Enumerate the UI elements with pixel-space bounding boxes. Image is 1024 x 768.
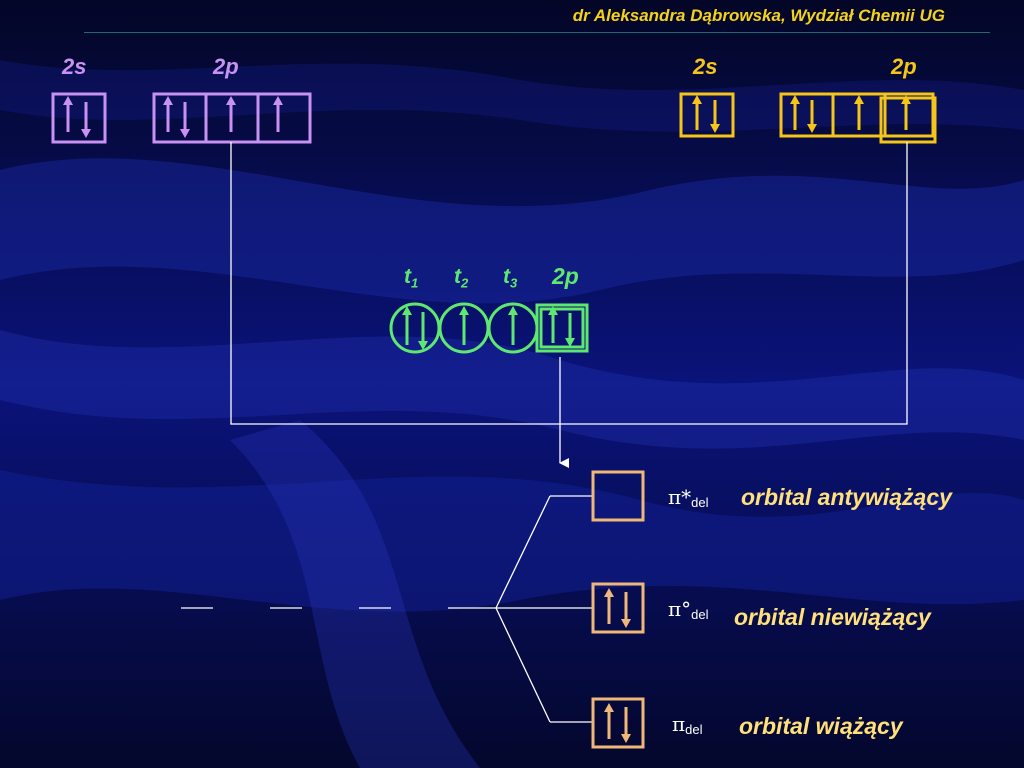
antibonding-label: orbital antywiążący [741, 484, 952, 510]
nonbonding-label: orbital niewiążący [734, 604, 931, 630]
left-2p-boxes [152, 92, 312, 144]
right-2s-label: 2s [693, 54, 718, 79]
antibonding-symbol: π*del [668, 485, 709, 510]
left-2p-label: 2p [213, 54, 239, 79]
hybrid-t1-circle [389, 302, 441, 354]
connector-lines [230, 142, 908, 468]
hybrid-t3-label: t3 [503, 265, 518, 291]
bonding-label: orbital wiążący [739, 713, 903, 739]
hybrid-2p-box [535, 303, 589, 353]
antibonding-box [591, 470, 645, 522]
author-credit: dr Aleksandra Dąbrowska, Wydział Chemii … [572, 6, 945, 25]
right-2p-boxes [779, 92, 937, 144]
hybrid-2p-label: 2p [552, 263, 579, 289]
nonbonding-symbol: π°del [668, 597, 709, 622]
bonding-box [591, 697, 645, 749]
splitting-fan [495, 495, 592, 723]
nonbonding-box [591, 582, 645, 634]
right-2s-box [679, 92, 735, 138]
hybrid-orbitals [389, 302, 539, 354]
hybrid-t2-label: t2 [454, 265, 469, 291]
header-divider [84, 32, 990, 33]
bonding-symbol: πdel [672, 712, 703, 737]
left-2s-box [51, 92, 107, 144]
left-2s-label: 2s [62, 54, 87, 79]
right-2p-label: 2p [891, 54, 917, 79]
hybrid-t1-label: t1 [404, 265, 419, 291]
